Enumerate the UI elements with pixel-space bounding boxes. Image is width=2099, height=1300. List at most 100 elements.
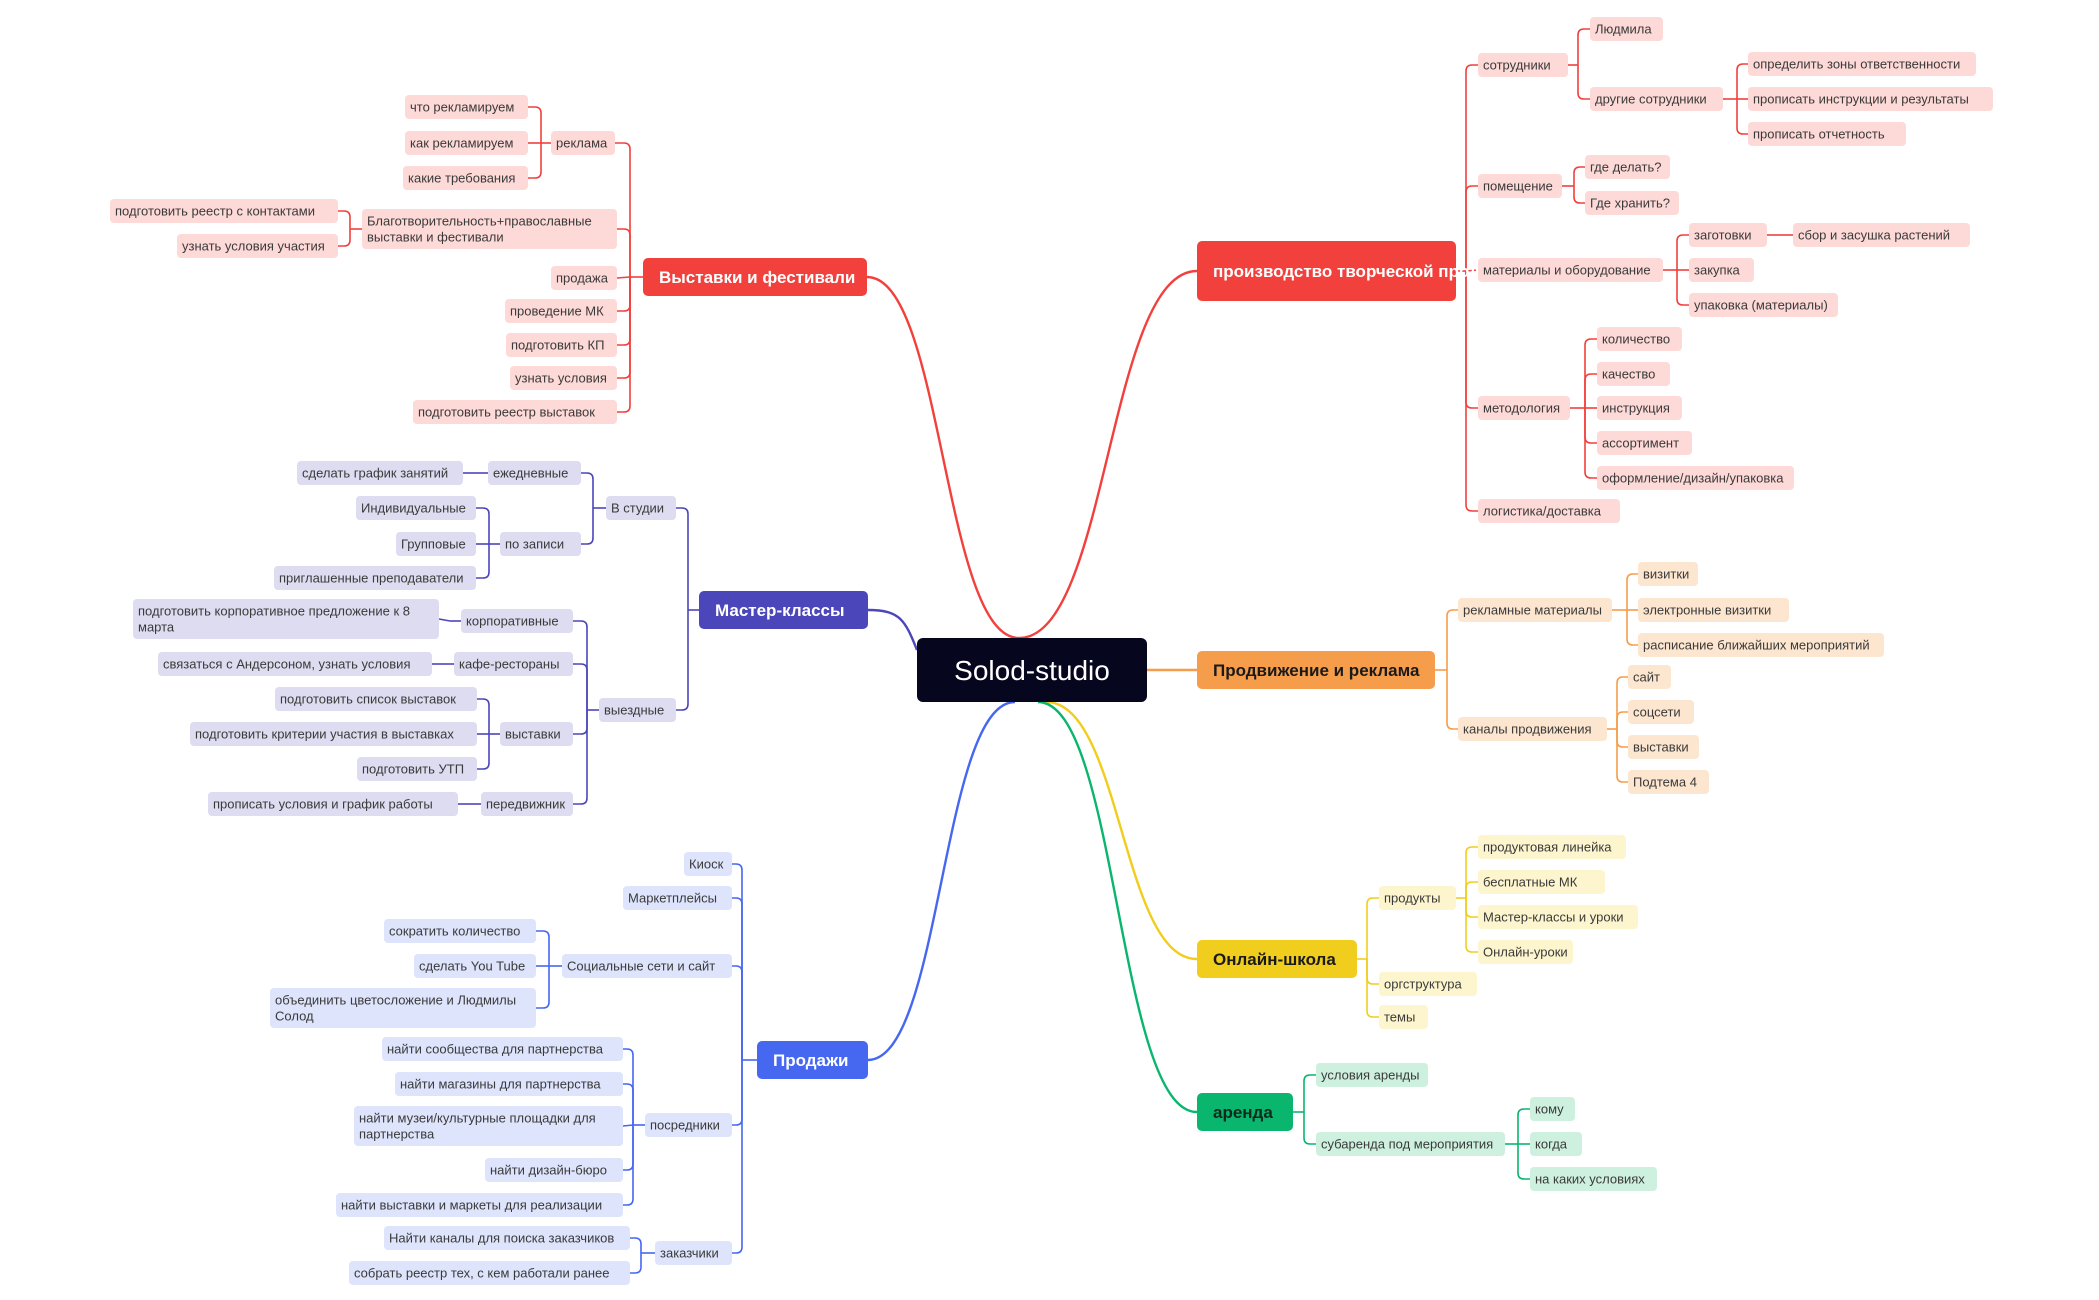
node-vystavki[interactable]: выставки xyxy=(1628,735,1699,759)
node-ezhednevnye[interactable]: ежедневные xyxy=(488,461,581,485)
node-utp[interactable]: подготовить УТП xyxy=(357,757,477,781)
node-marketpleisy[interactable]: Маркетплейсы xyxy=(623,886,732,910)
node-posredniki[interactable]: посредники xyxy=(645,1113,732,1137)
node-materialy[interactable]: материалы и оборудование xyxy=(1478,258,1663,282)
topic-masterclasses[interactable]: Мастер-классы xyxy=(699,591,868,629)
node-korporativnye[interactable]: корпоративные xyxy=(461,609,573,633)
node-temy-label: темы xyxy=(1384,1010,1415,1025)
topic-rent[interactable]: аренда xyxy=(1197,1093,1293,1131)
node-reklama[interactable]: реклама xyxy=(551,131,615,155)
node-liniya[interactable]: продуктовая линейка xyxy=(1478,835,1626,859)
node-sait-box xyxy=(1628,665,1671,689)
node-socseti[interactable]: соцсети xyxy=(1628,700,1694,724)
node-podtema[interactable]: Подтема 4 xyxy=(1628,770,1709,794)
node-gruppovye-box xyxy=(396,532,476,556)
node-kanaly-zakazchikov[interactable]: Найти каналы для поиска заказчиков xyxy=(384,1226,630,1250)
node-kafe[interactable]: кафе-рестораны xyxy=(454,652,573,676)
node-temy[interactable]: темы xyxy=(1379,1005,1428,1029)
node-sokratit[interactable]: сократить количество xyxy=(384,919,536,943)
node-assortiment[interactable]: ассортимент xyxy=(1597,431,1692,455)
node-vyezdnye[interactable]: выездные xyxy=(599,698,676,722)
node-logistika[interactable]: логистика/доставка xyxy=(1478,499,1620,523)
node-instrukciya[interactable]: инструкция xyxy=(1597,396,1682,420)
node-vizitki[interactable]: визитки xyxy=(1638,562,1698,586)
topic-production[interactable]: производство творческой продукции xyxy=(1197,241,1529,301)
node-zony[interactable]: определить зоны ответственности xyxy=(1748,52,1976,76)
node-chto[interactable]: что рекламируем xyxy=(405,95,528,119)
node-otchetnost[interactable]: прописать отчетность xyxy=(1748,122,1906,146)
node-reklamnye[interactable]: рекламные материалы xyxy=(1458,598,1612,622)
node-zagotovki[interactable]: заготовки xyxy=(1689,223,1767,247)
node-markety[interactable]: найти выставки и маркеты для реализации xyxy=(336,1193,623,1217)
node-priglashennye[interactable]: приглашенные преподаватели xyxy=(274,566,476,590)
node-sotrudniki[interactable]: сотрудники xyxy=(1478,53,1568,77)
node-evizitki[interactable]: электронные визитки xyxy=(1638,598,1789,622)
node-na-kakih[interactable]: на каких условиях xyxy=(1530,1167,1657,1191)
node-po-zapisi[interactable]: по записи xyxy=(500,532,581,556)
node-dizain[interactable]: найти дизайн-бюро xyxy=(485,1158,623,1182)
node-korp-text[interactable]: подготовить корпоративное предложение к … xyxy=(133,599,439,639)
node-uznat-usloviya-uchastiya[interactable]: узнать условия участия xyxy=(177,234,338,258)
node-individ[interactable]: Индивидуальные xyxy=(356,496,476,520)
node-kriterii[interactable]: подготовить критерии участия в выставках xyxy=(190,722,477,746)
node-sait[interactable]: сайт xyxy=(1628,665,1671,689)
node-zakupka[interactable]: закупка xyxy=(1689,258,1754,282)
topic-promotion[interactable]: Продвижение и реклама xyxy=(1197,651,1435,689)
node-gruppovye[interactable]: Групповые xyxy=(396,532,476,556)
node-kiosk[interactable]: Киоск xyxy=(684,852,732,876)
node-prodazha[interactable]: продажа xyxy=(551,266,617,290)
node-produkty[interactable]: продукты xyxy=(1379,886,1456,910)
node-kachestvo[interactable]: качество xyxy=(1597,362,1670,386)
node-reestr-zakazchikov[interactable]: собрать реестр тех, с кем работали ранее xyxy=(349,1261,630,1285)
topic-sales[interactable]: Продажи xyxy=(757,1041,868,1079)
node-besplatnye[interactable]: бесплатные МК xyxy=(1478,870,1605,894)
node-soobshchestva[interactable]: найти сообщества для партнерства xyxy=(382,1037,623,1061)
node-gde-hranit[interactable]: Где хранить? xyxy=(1585,191,1679,215)
node-raspisanie[interactable]: расписание ближайших мероприятий xyxy=(1638,633,1884,657)
node-subarenda[interactable]: субаренда под мероприятия xyxy=(1316,1132,1505,1156)
node-kak[interactable]: как рекламируем xyxy=(405,131,528,155)
node-mk-uroki[interactable]: Мастер-классы и уроки xyxy=(1478,905,1638,929)
node-oformlenie[interactable]: оформление/дизайн/упаковка xyxy=(1597,466,1794,490)
node-uznat[interactable]: узнать условия xyxy=(510,366,617,390)
node-trebovaniya[interactable]: какие требования xyxy=(403,166,528,190)
node-reestr-vystavok[interactable]: подготовить реестр выставок xyxy=(413,400,617,424)
node-metodologiya[interactable]: методология xyxy=(1478,396,1570,420)
node-drugie[interactable]: другие сотрудники xyxy=(1590,87,1723,111)
root-topic[interactable]: Solod-studio xyxy=(917,638,1147,702)
node-instrukcii[interactable]: прописать инструкции и результаты xyxy=(1748,87,1993,111)
node-orgstruktura[interactable]: оргструктура xyxy=(1379,972,1477,996)
node-zakazchiki[interactable]: заказчики xyxy=(655,1241,732,1265)
node-provedenie[interactable]: проведение МК xyxy=(505,299,617,323)
node-blago[interactable]: Благотворительность+православныевыставки… xyxy=(362,209,617,249)
node-upakovka[interactable]: упаковка (материалы) xyxy=(1689,293,1838,317)
node-grafik[interactable]: сделать график занятий xyxy=(297,461,463,485)
node-peredvizhnik[interactable]: передвижник xyxy=(481,792,573,816)
node-sbor[interactable]: сбор и засушка растений xyxy=(1793,223,1970,247)
node-priglashennye-label: приглашенные преподаватели xyxy=(279,571,463,586)
node-komu[interactable]: кому xyxy=(1530,1097,1575,1121)
node-spisok[interactable]: подготовить список выставок xyxy=(275,687,477,711)
node-grafik-raboty[interactable]: прописать условия и график работы xyxy=(208,792,458,816)
node-pomeshchenie[interactable]: помещение xyxy=(1478,174,1562,198)
node-online-uroki[interactable]: Онлайн-уроки xyxy=(1478,940,1573,964)
node-socseti[interactable]: Социальные сети и сайт xyxy=(562,954,732,978)
node-youtube[interactable]: сделать You Tube xyxy=(414,954,536,978)
node-v-studii[interactable]: В студии xyxy=(606,496,676,520)
node-gde-delat[interactable]: где делать? xyxy=(1585,155,1670,179)
node-usloviya[interactable]: условия аренды xyxy=(1316,1063,1428,1087)
node-muzei[interactable]: найти музеи/культурные площадки дляпартн… xyxy=(354,1106,623,1146)
node-kp[interactable]: подготовить КП xyxy=(506,333,617,357)
node-kogda[interactable]: когда xyxy=(1530,1132,1582,1156)
node-kolichestvo[interactable]: количество xyxy=(1597,327,1682,351)
node-mk-vystavki[interactable]: выставки xyxy=(500,722,573,746)
node-kanaly[interactable]: каналы продвижения xyxy=(1458,717,1607,741)
node-magaziny[interactable]: найти магазины для партнерства xyxy=(395,1072,623,1096)
node-anderson[interactable]: связаться с Андерсоном, узнать условия xyxy=(158,652,432,676)
node-reestr-kontakty[interactable]: подготовить реестр с контактами xyxy=(110,199,338,223)
topic-online[interactable]: Онлайн-школа xyxy=(1197,940,1357,978)
connector xyxy=(581,508,594,545)
topic-exhibitions[interactable]: Выставки и фестивали xyxy=(643,258,867,296)
node-lyudmila[interactable]: Людмила xyxy=(1590,17,1663,41)
